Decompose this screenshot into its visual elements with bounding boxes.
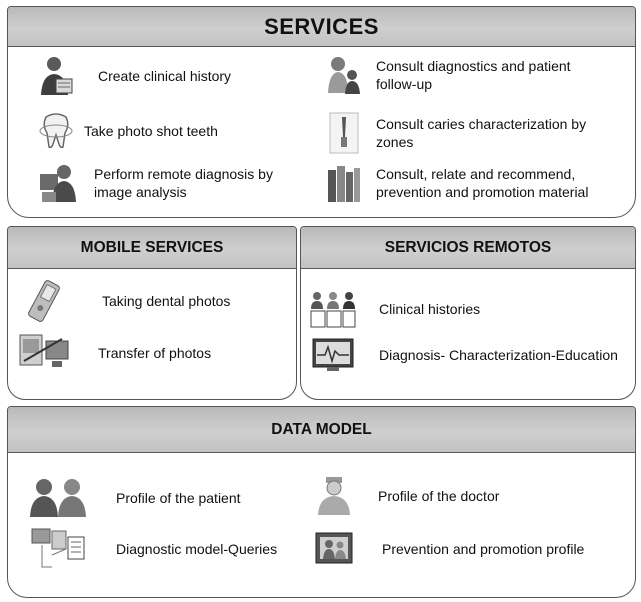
data-model-label: Prevention and promotion profile <box>382 541 585 557</box>
service-remote-diagnosis: Perform remote diagnosis by image analys… <box>38 162 284 204</box>
remote-services-title: SERVICIOS REMOTOS <box>301 227 635 269</box>
monitor-icon <box>312 338 354 371</box>
services-title: SERVICES <box>8 7 635 47</box>
documents-icon <box>31 528 85 568</box>
mobile-label: Taking dental photos <box>102 293 231 309</box>
mobile-services-title: MOBILE SERVICES <box>8 227 296 269</box>
doctor-patient-icon <box>328 57 360 94</box>
remote-clinical-histories: Clinical histories <box>309 289 480 329</box>
service-label: Consult diagnostics and patient follow-u… <box>376 58 571 92</box>
doctor-writing-icon <box>41 57 73 95</box>
service-label: Perform remote diagnosis by image analys… <box>94 166 273 200</box>
data-model-prevention-profile: Prevention and promotion profile <box>314 531 584 567</box>
remote-label: Clinical histories <box>379 301 481 317</box>
tooth-icon <box>39 113 73 149</box>
data-model-doctor-profile: Profile of the doctor <box>314 475 499 517</box>
patients-icon <box>30 479 86 517</box>
dental-tool-icon <box>329 112 359 154</box>
people-records-icon <box>310 292 356 328</box>
data-model-label: Profile of the patient <box>116 490 241 506</box>
photo-frame-icon <box>315 532 353 564</box>
service-consult-material: Consult, relate and recommend, preventio… <box>326 162 626 204</box>
remote-doctor-icon <box>40 165 76 202</box>
data-model-panel: DATA MODEL Profile of the patient Profil… <box>7 406 636 598</box>
services-panel: SERVICES Create clinical history Consult… <box>7 6 636 218</box>
mobile-taking-dental-photos: Taking dental photos <box>22 279 230 323</box>
remote-diagnosis-education: Diagnosis- Characterization-Education <box>311 337 618 373</box>
remote-services-panel: SERVICIOS REMOTOS Clinical histories Dia… <box>300 226 636 400</box>
computer-transfer-icon <box>19 334 69 367</box>
service-label: Consult, relate and recommend, preventio… <box>376 166 589 200</box>
doctor-icon <box>318 477 350 515</box>
service-label: Consult caries characterization by zones <box>376 116 587 150</box>
data-model-diagnostic-queries: Diagnostic model-Queries <box>28 527 277 571</box>
service-take-photo-teeth: Take photo shot teeth <box>38 111 218 151</box>
service-label: Take photo shot teeth <box>84 123 218 139</box>
service-label: Create clinical history <box>98 68 232 84</box>
service-consult-caries: Consult caries characterization by zones <box>326 111 616 155</box>
books-icon <box>328 166 360 202</box>
service-consult-diagnostics: Consult diagnostics and patient follow-u… <box>326 55 616 95</box>
mobile-transfer-photos: Transfer of photos <box>18 331 211 375</box>
data-model-label: Diagnostic model-Queries <box>116 541 278 557</box>
data-model-patient-profile: Profile of the patient <box>28 477 241 519</box>
data-model-title: DATA MODEL <box>8 407 635 453</box>
remote-label: Diagnosis- Characterization-Education <box>379 347 618 363</box>
mobile-label: Transfer of photos <box>98 345 212 361</box>
mobile-phone-icon <box>28 280 60 322</box>
mobile-services-panel: MOBILE SERVICES Taking dental photos Tra… <box>7 226 297 400</box>
data-model-label: Profile of the doctor <box>378 488 500 504</box>
service-create-clinical-history: Create clinical history <box>38 55 231 97</box>
